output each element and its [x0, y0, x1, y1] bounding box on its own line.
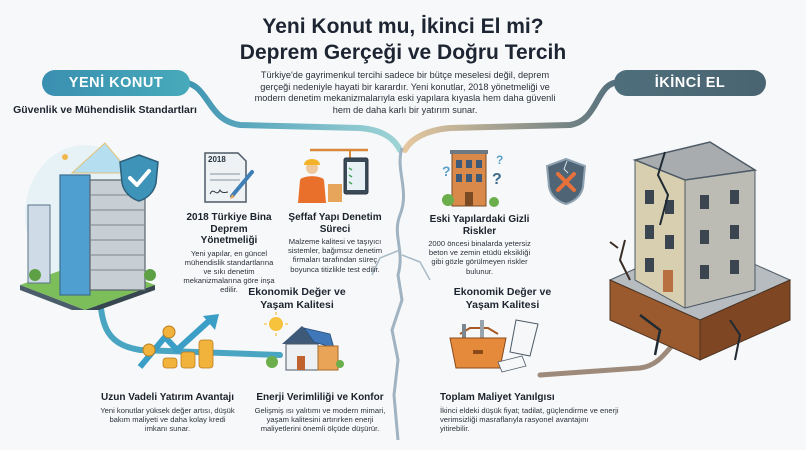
construction-inspector-icon	[298, 148, 369, 203]
modern-building-icon	[20, 142, 156, 310]
card-text: Gelişmiş ısı yalıtımı ve modern mimari, …	[254, 405, 386, 433]
title-line-2: Deprem Gerçeği ve Doğru Tercih	[239, 41, 567, 64]
card-text: 2000 öncesi binalarda yetersiz beton ve …	[428, 239, 531, 276]
broken-shield-x-icon	[545, 157, 587, 205]
card-title: Şeffaf Yapı Denetim Süreci	[288, 212, 382, 235]
card-text: Yeni yapılar, en güncel mühendislik stan…	[183, 248, 275, 295]
svg-text:?: ?	[442, 163, 451, 179]
solar-house-icon	[264, 312, 344, 371]
card-text: İkinci eldeki düşük fiyat; tadilat, güçl…	[440, 405, 619, 433]
intro-text: Türkiye'de gayrimenkul tercihi sadece bi…	[254, 70, 556, 115]
second-hand-ribbon: İKİNCİ EL	[614, 70, 766, 96]
card-title: 2018 Türkiye Bina Deprem Yönetmeliği	[186, 212, 272, 246]
card-inspection: Şeffaf Yapı Denetim Süreci Malzeme kalit…	[285, 212, 385, 274]
card-text: Malzeme kalitesi ve taşıyıcı sistemler, …	[287, 237, 383, 274]
shield-check-icon	[119, 154, 159, 202]
svg-text:?: ?	[492, 171, 502, 188]
page-title: Yeni Konut mu, İkinci El mi? Deprem Gerç…	[0, 14, 806, 66]
card-total-cost: Toplam Maliyet Yanılgısı İkinci eldeki d…	[440, 392, 620, 433]
card-text: Yeni konutlar yüksek değer artısı, düşük…	[100, 405, 235, 433]
card-title: Uzun Vadeli Yatırım Avantajı	[100, 392, 234, 403]
safety-section-title: Güvenlik ve Mühendislik Standartları	[13, 104, 197, 116]
regulation-document-icon	[204, 152, 254, 203]
card-title: Eski Yapılardaki Gizli Riskler	[429, 214, 530, 237]
card-regulation: 2018 Türkiye Bina Deprem Yönetmeliği Yen…	[183, 212, 275, 295]
card-energy: Enerji Verimliliği ve Konfor Gelişmiş ıs…	[250, 392, 390, 433]
document-year-label: 2018	[208, 155, 226, 164]
card-title: Toplam Maliyet Yanılgısı	[440, 392, 555, 403]
card-title: Enerji Verimliliği ve Konfor	[256, 392, 384, 403]
left-economy-title: Ekonomik Değer ve Yaşam Kalitesi	[248, 286, 346, 311]
growth-coins-icon	[137, 314, 219, 369]
toolbox-icon	[449, 319, 539, 373]
right-economy-title: Ekonomik Değer ve Yaşam Kalitesi	[453, 286, 552, 311]
damaged-building-icon	[608, 141, 792, 361]
new-home-ribbon: YENİ KONUT	[42, 70, 190, 96]
old-building-question-icon: ? ? ?	[442, 150, 503, 207]
card-hidden-risks: Eski Yapılardaki Gizli Riskler 2000 önce…	[422, 214, 537, 276]
card-investment: Uzun Vadeli Yatırım Avantajı Yeni konutl…	[100, 392, 235, 433]
title-line-1: Yeni Konut mu, İkinci El mi?	[262, 15, 544, 38]
svg-text:?: ?	[496, 153, 503, 167]
